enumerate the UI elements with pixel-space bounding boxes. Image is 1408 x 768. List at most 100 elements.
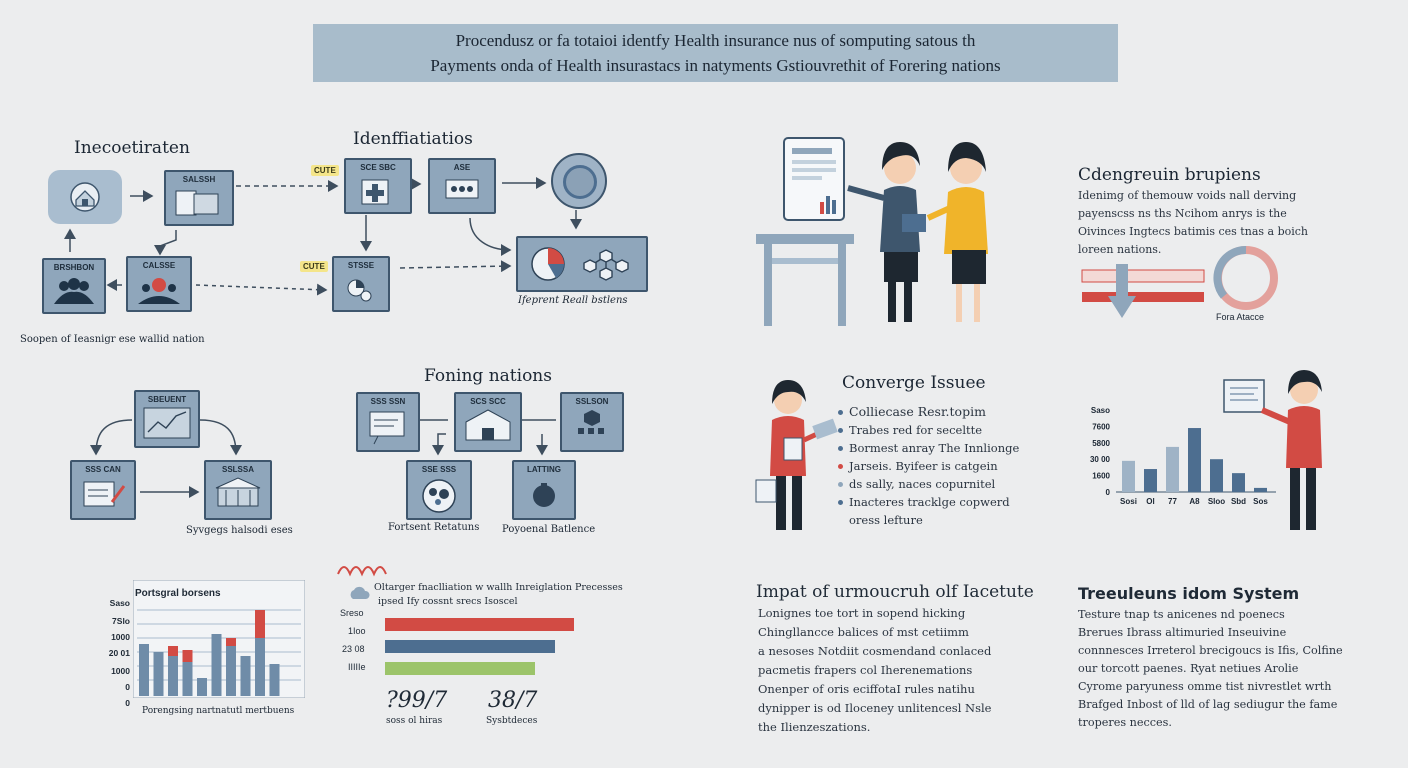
impact-line-3: pacmetis frapers col Iherenemations: [758, 663, 973, 677]
x-tick-label: A8: [1189, 497, 1200, 506]
coverage-item-text: Colliecase Resr.topim: [849, 404, 986, 419]
bar: [1144, 469, 1157, 492]
bar: [197, 678, 207, 696]
hospital-icon: [465, 409, 511, 441]
bars-left-caption: Porengsing nartnatutl mertbuens: [142, 706, 295, 716]
impact-line-0: Lonignes toe tort in sopend hicking: [758, 606, 966, 620]
y-tick-label: 0: [125, 682, 130, 692]
bar: [226, 646, 236, 696]
y-tick-label: 30 00: [1090, 455, 1111, 464]
flow1-caption-right: Ifeprent Reall bstlens: [518, 295, 628, 306]
box-label: BRSHBON: [53, 263, 95, 272]
flow2-box-a2: SSS CAN: [70, 460, 136, 520]
flow1-tag-2: CUTE: [300, 261, 328, 272]
stat-1-label: soss ol hiras: [386, 716, 443, 726]
flow2-title: Foning nations: [424, 366, 552, 386]
treu-line-6: troperes necces.: [1078, 716, 1172, 729]
box-label: SBEUENT: [147, 395, 187, 404]
coverage-item-6: oress lefture: [838, 511, 1019, 529]
y-tick-label: 1000: [111, 632, 130, 642]
flow2-box-c3: SSLSON: [560, 392, 624, 452]
hbar-0: [385, 618, 574, 631]
x-tick-label: Sloo: [1208, 497, 1225, 506]
title-banner: Procendusz or fa totaioi identfy Health …: [313, 24, 1118, 82]
coverage-item-1: Trabes red for seceltte: [838, 421, 1019, 439]
hbars-head1: Oltarger fnaclliation w wallh Inreiglati…: [374, 582, 623, 593]
y-tick-label: 20 01: [108, 648, 130, 658]
impact-line-2: a nesoses Notdiit cosmendand conlaced: [758, 644, 992, 658]
stat-1-value: ?99/7: [386, 688, 448, 713]
box-label: SSLSSA: [221, 465, 254, 474]
banner-line-2: Payments onda of Health insurastacs in n…: [430, 56, 1001, 75]
hbar-label-0: Sreso: [340, 608, 364, 618]
box-label: SSLSON: [575, 397, 609, 406]
bar-highlight: [182, 650, 193, 662]
treu-line-2: connnesces Irreterol brecigoucs is Ifis,…: [1078, 644, 1343, 657]
box-label: SSE SSS: [421, 465, 457, 474]
coverage-item-text: Inacteres tracklge copwerd: [849, 495, 1010, 509]
bars-left-svg: [132, 579, 306, 699]
y-tick-label: 0: [125, 698, 130, 708]
bar: [168, 656, 178, 696]
bars-left-yticks: Saso 7Slo 1000 20 01 1000 0 0: [100, 592, 130, 708]
y-tick-label: 7Slo: [112, 616, 130, 626]
cdeng-title: Cdengreuin brupiens: [1078, 165, 1261, 185]
flow2-caption-mid1: Fortsent Retatuns: [388, 522, 480, 533]
bar: [1166, 446, 1179, 492]
flow1-box-b1: SALSSH: [164, 170, 234, 226]
pie-badge-icon: [347, 279, 372, 302]
coverage-item-text: Jarseis. Byifeer is catgein: [849, 459, 998, 473]
box-label: SCE SBC: [360, 163, 396, 172]
cdeng-text: Idenimg of themouw voids nall derving pa…: [1078, 187, 1378, 259]
impact-line-4: Onenper of oris eciffotaI rules natihu: [758, 682, 975, 696]
people-kiosk-illustration: [756, 137, 988, 326]
treu-line-1: Brerues Ibrass altimuried Inseuivine: [1078, 626, 1287, 639]
x-tick-label: Sosi: [1120, 497, 1137, 506]
coverage-item-3: Jarseis. Byifeer is catgein: [838, 457, 1019, 475]
cdeng-line-1: payenscss ns ths Ncihom anrys is the: [1078, 207, 1287, 220]
form-pen-icon: [83, 481, 126, 507]
flow2-box-c4: SSE SSS: [406, 460, 472, 520]
banner-line-1: Procendusz or fa totaioi identfy Health …: [455, 31, 976, 50]
box-label: STSSE: [347, 261, 375, 270]
treu-text: Testure tnap ts anicenes nd poenecs Brer…: [1078, 606, 1398, 732]
treu-title: Treeuleuns idom System: [1078, 584, 1300, 603]
y-tick-label: Saso: [1091, 406, 1110, 415]
people-group-icon: [54, 278, 94, 304]
coverage-list: Colliecase Resr.topim Trabes red for sec…: [838, 403, 1019, 529]
line-chart-icon: [143, 407, 191, 439]
hbar-1: [385, 640, 555, 653]
impact-line-1: Chingllancce balices of mst cetiimm: [758, 625, 969, 639]
document-icon: [445, 179, 479, 199]
flow1-box-b2: SCE SBC: [344, 158, 412, 214]
x-tick-label: 77: [1168, 497, 1177, 506]
stat-2-label: Sysbtdeces: [486, 716, 538, 726]
people-focus-icon: [138, 278, 180, 304]
cdeng-line-0: Idenimg of themouw voids nall derving: [1078, 189, 1297, 202]
box-label: CALSSE: [142, 261, 176, 270]
piggy-bank-icon: [533, 483, 555, 507]
hbar-label-1: 1Ioo: [348, 626, 366, 636]
presentation-icon: [369, 411, 405, 445]
y-tick-label: 1000: [111, 666, 130, 676]
flow2-caption-left: Syvgegs halsodi eses: [186, 525, 293, 536]
y-tick-label: Saso: [109, 598, 130, 608]
medical-cross-icon: [361, 179, 389, 205]
grid-building-icon: [578, 410, 604, 434]
hbar-2: [385, 662, 535, 675]
box-label: SCS SCC: [470, 397, 506, 406]
treu-line-0: Testure tnap ts anicenes nd poenecs: [1078, 608, 1285, 621]
bullet-icon: [838, 481, 843, 487]
bullet-icon: [838, 518, 843, 523]
coverage-item-2: Bormest anray The Innlionge: [838, 439, 1019, 457]
flow1-network-box: [516, 236, 648, 292]
treu-line-4: Cyrome paryuness omme tist nivrestlet wr…: [1078, 680, 1332, 693]
target-circle-icon: [551, 153, 607, 209]
bullet-icon: [838, 499, 843, 505]
flow1-caption-left: Soopen of Ieasnigr ese wallid nation: [20, 334, 205, 345]
cdeng-line-3: loreen nations.: [1078, 243, 1162, 256]
presenter-illustration: [1223, 370, 1322, 530]
y-tick-label: 0: [1106, 488, 1111, 497]
